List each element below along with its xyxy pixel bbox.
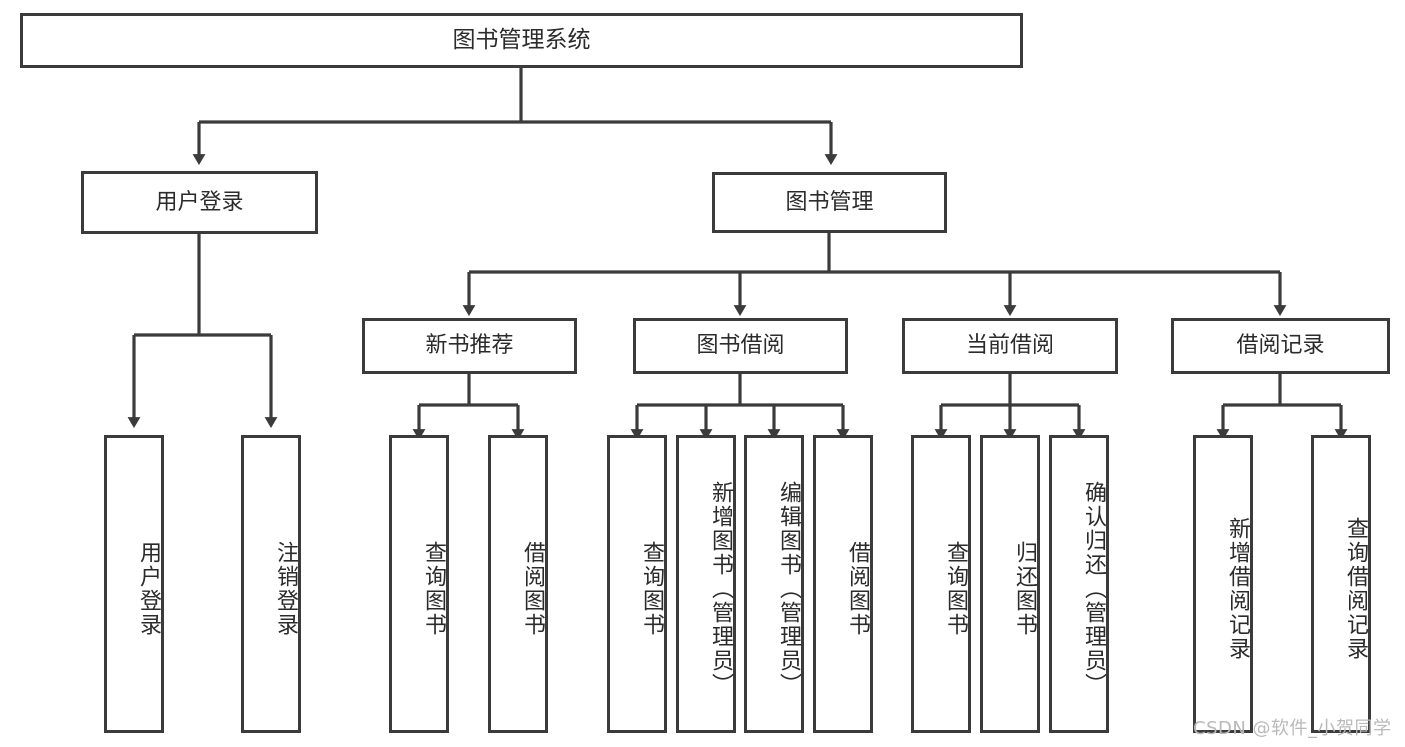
leaf-user-login-label: 用户登录 xyxy=(136,541,161,637)
leaf-borrow-edit-book-label: 编辑图书（管理员） xyxy=(776,481,801,697)
leaf-user-login[interactable]: 用户登录 xyxy=(104,435,164,733)
leaf-user-logout-label: 注销登录 xyxy=(273,541,298,637)
node-new-book-recommend[interactable]: 新书推荐 xyxy=(362,318,577,374)
leaf-current-confirm-return[interactable]: 确认归还（管理员） xyxy=(1049,435,1109,733)
node-new-book-recommend-label: 新书推荐 xyxy=(425,333,514,359)
leaf-borrow-borrow-book[interactable]: 借阅图书 xyxy=(813,435,873,733)
leaf-new-borrow-book[interactable]: 借阅图书 xyxy=(488,435,548,733)
leaf-record-add[interactable]: 新增借阅记录 xyxy=(1193,435,1253,733)
leaf-borrow-add-book[interactable]: 新增图书（管理员） xyxy=(676,435,736,733)
leaf-borrow-query-book-label: 查询图书 xyxy=(639,541,664,637)
leaf-new-borrow-book-label: 借阅图书 xyxy=(520,541,545,637)
leaf-borrow-add-book-label: 新增图书（管理员） xyxy=(708,481,733,697)
node-user-login[interactable]: 用户登录 xyxy=(81,171,318,234)
node-book-management[interactable]: 图书管理 xyxy=(712,172,947,233)
node-borrow-record[interactable]: 借阅记录 xyxy=(1171,318,1390,374)
leaf-borrow-edit-book[interactable]: 编辑图书（管理员） xyxy=(744,435,804,733)
leaf-current-return-book-label: 归还图书 xyxy=(1012,541,1037,637)
node-book-management-label: 图书管理 xyxy=(785,189,874,215)
node-borrow-record-label: 借阅记录 xyxy=(1236,333,1325,359)
node-root-label: 图书管理系统 xyxy=(452,26,591,53)
leaf-new-query-book[interactable]: 查询图书 xyxy=(389,435,449,733)
leaf-borrow-borrow-book-label: 借阅图书 xyxy=(845,541,870,637)
node-user-login-label: 用户登录 xyxy=(155,189,244,215)
leaf-record-query[interactable]: 查询借阅记录 xyxy=(1311,435,1371,733)
node-book-borrow[interactable]: 图书借阅 xyxy=(633,318,848,374)
leaf-record-add-label: 新增借阅记录 xyxy=(1225,517,1250,661)
leaf-borrow-query-book[interactable]: 查询图书 xyxy=(607,435,667,733)
leaf-user-logout[interactable]: 注销登录 xyxy=(241,435,301,733)
node-current-borrow-label: 当前借阅 xyxy=(965,333,1054,359)
node-current-borrow[interactable]: 当前借阅 xyxy=(902,318,1118,374)
leaf-current-return-book[interactable]: 归还图书 xyxy=(980,435,1040,733)
leaf-current-query-book-label: 查询图书 xyxy=(943,541,968,637)
leaf-record-query-label: 查询借阅记录 xyxy=(1343,517,1368,661)
leaf-current-query-book[interactable]: 查询图书 xyxy=(911,435,971,733)
node-root[interactable]: 图书管理系统 xyxy=(20,13,1023,68)
node-book-borrow-label: 图书借阅 xyxy=(696,333,785,359)
watermark: CSDN @软件_小贺同学 xyxy=(1193,718,1392,739)
leaf-current-confirm-return-label: 确认归还（管理员） xyxy=(1081,481,1106,697)
leaf-new-query-book-label: 查询图书 xyxy=(421,541,446,637)
